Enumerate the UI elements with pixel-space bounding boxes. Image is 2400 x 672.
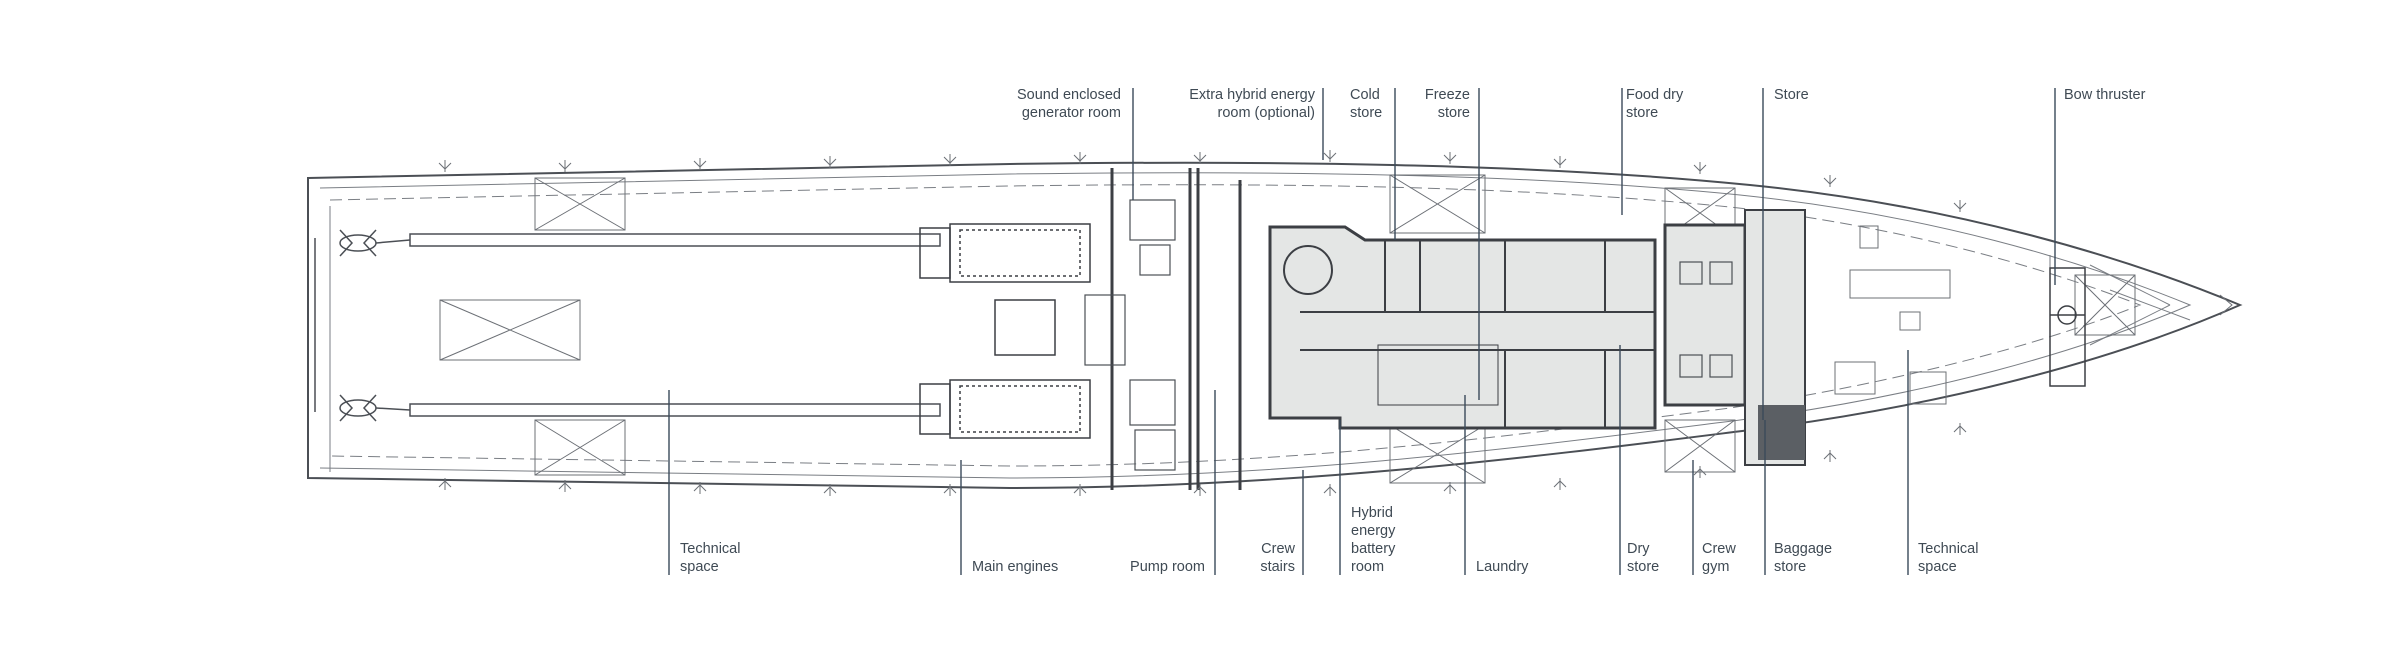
label-pump-room: Pump room [1130,559,1205,575]
forward-details [1834,225,1951,405]
label-crew-stairs: Crew stairs [1260,541,1295,575]
deck-fittings [438,150,2233,496]
label-technical-space-fwd: Technical space [1918,541,1979,575]
label-laundry: Laundry [1476,559,1529,575]
bulkheads [1110,168,1242,490]
crew-block [1268,209,1806,466]
crew-block-partitions [1283,240,1655,428]
label-freeze-store: Freeze store [1424,87,1470,121]
main-engines [919,223,1091,439]
label-main-engines: Main engines [972,559,1059,575]
gym-equipment [1679,261,1733,378]
hull-inner [319,172,2192,479]
hull [307,161,2243,490]
leader-lines-top [1132,88,2056,420]
bow-thruster [2049,267,2086,387]
label-store: Store [1774,87,1809,103]
label-crew-gym: Crew gym [1702,541,1736,575]
label-extra-hybrid-energy-room: Extra hybrid energy room (optional) [1189,87,1315,121]
propulsion [314,229,941,422]
leader-lines-bottom [668,345,1909,575]
label-sound-enclosed-generator-room: Sound enclosed generator room [1017,87,1121,121]
label-hybrid-energy-battery-room: Hybrid energy battery room [1351,505,1396,575]
label-bow-thruster: Bow thruster [2064,87,2146,103]
pump-room-equipment [1084,199,1176,471]
label-dry-store: Dry store [1627,541,1660,575]
label-baggage-store: Baggage store [1774,541,1833,575]
label-food-dry-store: Food dry store [1626,87,1684,121]
label-technical-space-aft: Technical space [680,541,741,575]
label-cold-store: Cold store [1350,87,1383,121]
